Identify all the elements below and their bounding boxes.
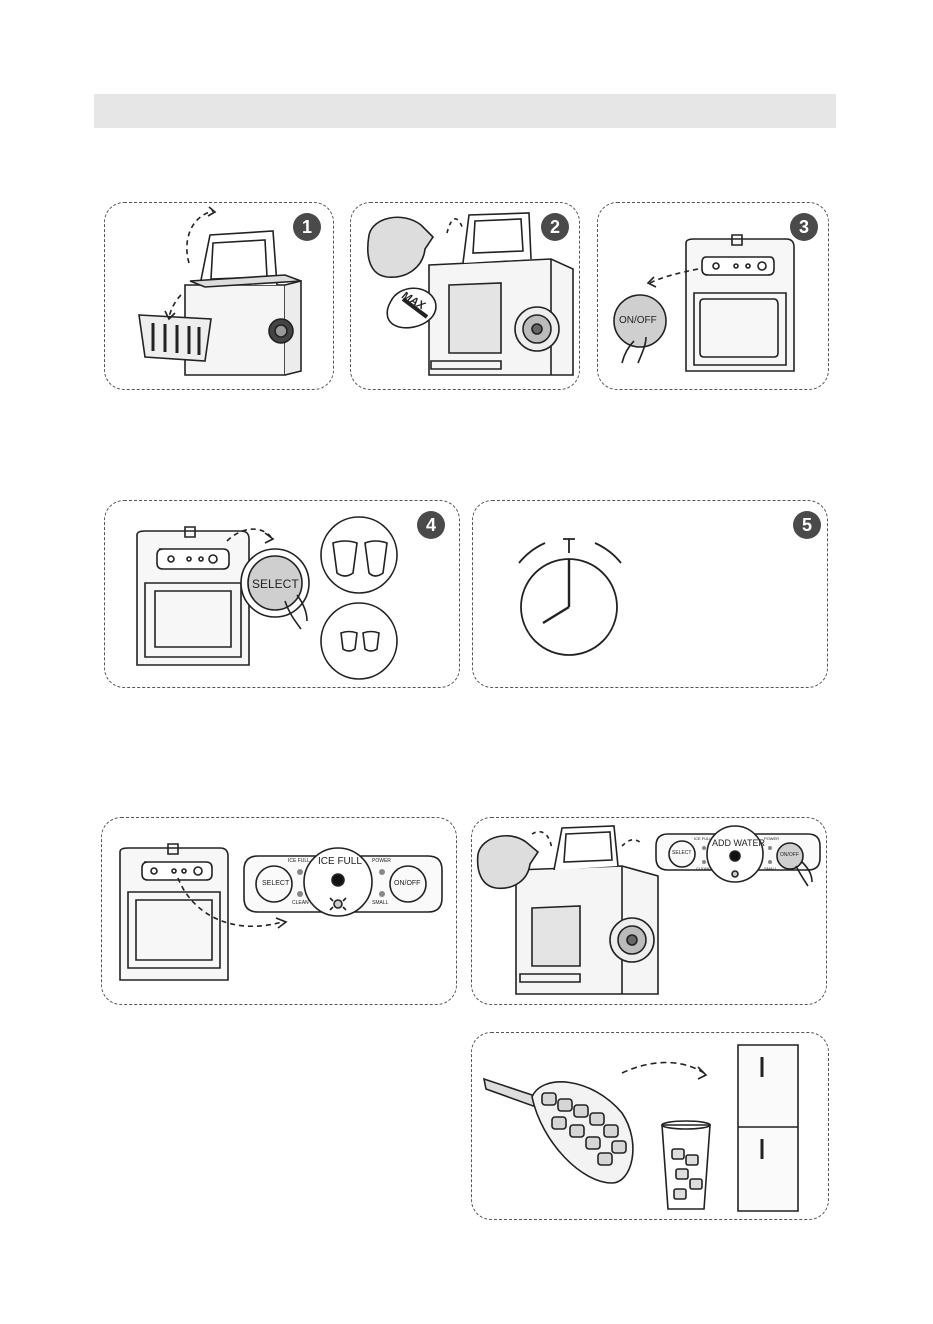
add-water-panel: SELECT ON/OFF ICE FULL CLEAN POWER SMALL… — [471, 817, 827, 1005]
onoff-button-label: ON/OFF — [394, 880, 420, 887]
step-4-panel: SELECT 4 — [104, 500, 460, 688]
power-label: POWER — [372, 858, 391, 864]
ice-storage-panel — [471, 1032, 829, 1220]
onoff-button-label: ON/OFF — [780, 852, 799, 858]
clean-label: CLEAN — [696, 866, 709, 871]
ice-full-small-label: ICE FULL — [694, 836, 712, 841]
select-button-label: SELECT — [252, 577, 299, 591]
step-number-badge: 2 — [541, 213, 569, 241]
clean-label: CLEAN — [292, 900, 309, 906]
power-label: POWER — [764, 836, 779, 841]
section-header-bar — [94, 94, 836, 128]
clock-icon — [473, 501, 828, 688]
add-water-indicator-label: ADD WATER — [712, 838, 765, 848]
ice-full-indicator-label: ICE FULL — [318, 856, 362, 867]
select-ice-size-illustration — [105, 501, 460, 688]
step-number-badge: 3 — [790, 213, 818, 241]
select-button-label: SELECT — [262, 880, 289, 887]
onoff-button-label: ON/OFF — [619, 315, 657, 326]
step-3-panel: ON/OFF 3 — [597, 202, 829, 390]
step-1-panel: 1 — [104, 202, 334, 390]
step-number-badge: 5 — [793, 511, 821, 539]
ice-scoop-glass-fridge-illustration — [472, 1033, 829, 1220]
step-number-badge: 1 — [293, 213, 321, 241]
add-water-refill-illustration — [472, 818, 827, 1005]
select-button-label: SELECT — [672, 850, 691, 856]
step-5-panel: 5 — [472, 500, 828, 688]
small-label: SMALL — [372, 900, 388, 906]
step-2-panel: MAX 2 — [350, 202, 580, 390]
step-number-badge: 4 — [417, 511, 445, 539]
ice-full-panel: SELECT ON/OFF ICE FULL CLEAN POWER SMALL… — [101, 817, 457, 1005]
ice-full-small-label: ICE FULL — [288, 858, 310, 864]
ice-full-indicator-illustration — [102, 818, 457, 1005]
small-label: SMALL — [764, 866, 777, 871]
